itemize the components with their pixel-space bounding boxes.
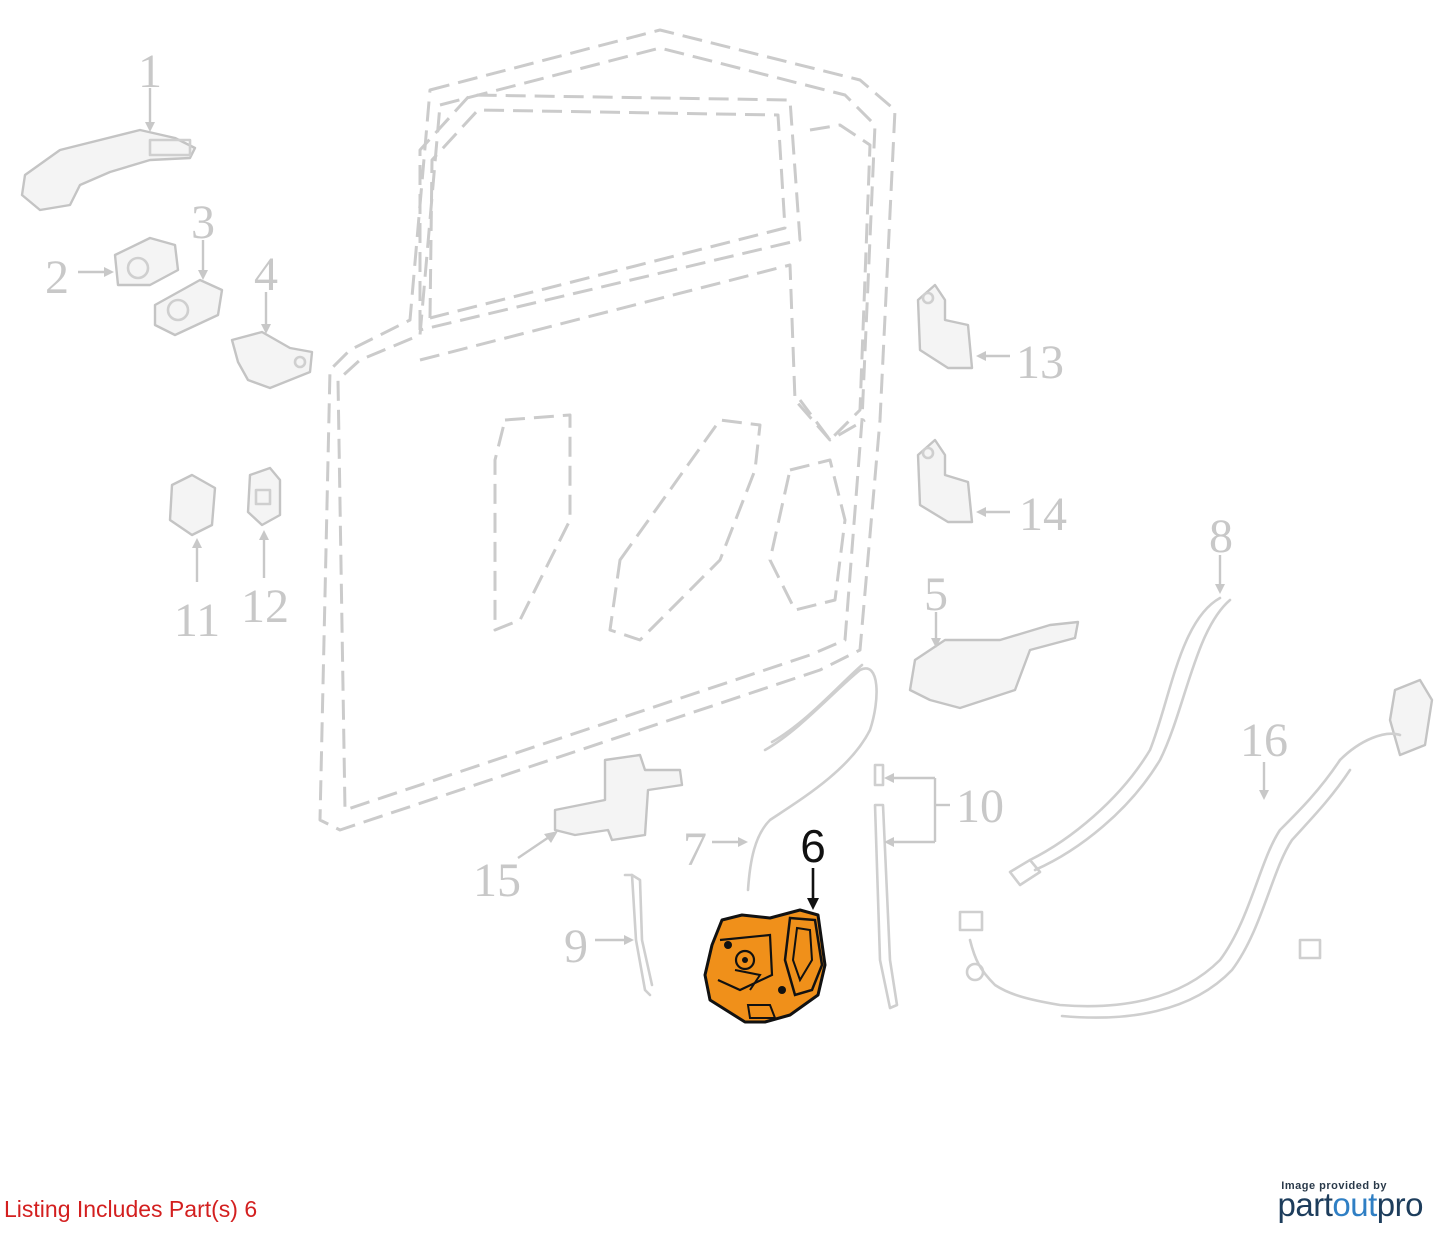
part-6-door-latch[interactable] <box>703 908 827 1024</box>
callout-14: 14 <box>1019 488 1067 541</box>
listing-includes-text: Listing Includes Part(s) 6 <box>4 1196 258 1222</box>
callout-16: 16 <box>1240 714 1288 767</box>
callout-13: 13 <box>1016 336 1064 389</box>
part-1-outside-handle <box>20 88 197 212</box>
part-5-inside-handle <box>908 612 1080 710</box>
part-9-rod <box>595 873 654 997</box>
door-outline <box>318 28 897 832</box>
callout-6: 6 <box>800 820 826 872</box>
part-14-hinge <box>916 438 1010 524</box>
part-4-bracket <box>230 292 314 390</box>
brand-pro: pro <box>1376 1186 1424 1223</box>
callout-8: 8 <box>1209 510 1233 563</box>
part-2-escutcheon <box>78 236 180 287</box>
callout-7: 7 <box>683 823 707 876</box>
part-16-harness <box>958 678 1434 1019</box>
part-7-rod <box>712 663 878 892</box>
callout-4: 4 <box>254 248 278 301</box>
callout-5: 5 <box>924 568 948 621</box>
part-13-hinge <box>916 283 1010 370</box>
callout-10: 10 <box>956 780 1004 833</box>
callout-15: 15 <box>473 854 521 907</box>
part-10-rod <box>873 763 950 1010</box>
callout-11: 11 <box>174 594 220 647</box>
image-credit-text: Image provided by <box>1281 1180 1387 1192</box>
part-12-shim <box>246 466 282 578</box>
brand-out: out <box>1332 1186 1377 1223</box>
callout-12: 12 <box>241 580 289 633</box>
callout-1: 1 <box>138 45 162 98</box>
callout-6-arrowhead <box>807 898 819 910</box>
callout-9: 9 <box>564 920 588 973</box>
callout-labels: 1 2 3 4 5 6 7 8 9 10 11 12 13 14 15 16 <box>45 45 1288 973</box>
part-15-check-link <box>517 753 684 859</box>
brand-part: part <box>1277 1186 1333 1223</box>
callout-2: 2 <box>45 251 69 304</box>
part-8-cable <box>1008 555 1232 887</box>
part-11-striker <box>168 473 217 582</box>
partoutpro-logo: partoutpro <box>1277 1186 1424 1224</box>
callout-3: 3 <box>191 196 215 249</box>
part-3-gasket <box>153 240 224 337</box>
